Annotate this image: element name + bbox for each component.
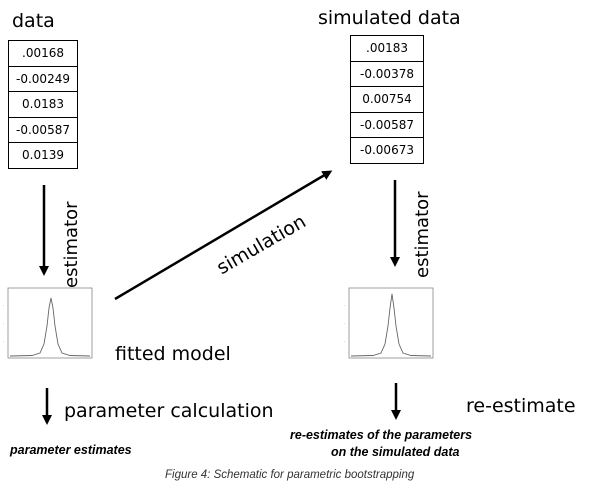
svg-text:-: - [344,339,345,343]
svg-text:-: - [344,303,345,307]
re-estimate-label: re-estimate [466,395,576,417]
estimator-arrow-left [39,185,49,276]
data-table: .00168 -0.00249 0.0183 -0.00587 0.0139 [8,40,78,169]
re-estimates-line2: on the simulated data [331,445,460,459]
estimator-arrow-right [390,180,400,267]
parameter-estimates-label: parameter estimates [10,443,132,457]
reestimate-arrow-right [391,383,401,420]
svg-text:-: - [3,303,4,307]
svg-text:-: - [344,321,345,325]
data-cell: -0.00587 [351,113,423,138]
calc-arrow-left [42,388,52,425]
fitted-model-plot: - - - [3,287,93,359]
estimator-label-left: estimator [61,201,82,288]
data-cell: -0.00673 [351,138,423,164]
re-estimates-line1: re-estimates of the parameters [290,428,473,442]
data-cell: -0.00587 [9,118,77,143]
data-cell: .00183 [351,36,423,62]
svg-text:-: - [3,339,4,343]
simulation-arrow [114,170,333,301]
estimator-label-right: estimator [412,191,433,278]
data-cell: -0.00378 [351,62,423,87]
data-title: data [12,10,55,32]
data-cell: 0.00754 [351,87,423,113]
fitted-model-label: fitted model [115,343,231,365]
data-cell: .00168 [9,41,77,67]
svg-text:-: - [3,321,4,325]
data-cell: 0.0183 [9,92,77,118]
data-cell: -0.00249 [9,67,77,92]
simulated-data-table: .00183 -0.00378 0.00754 -0.00587 -0.0067… [350,35,424,164]
re-estimate-plot: - - - [344,287,434,359]
figure-caption: Figure 4: Schematic for parametric boots… [165,469,415,481]
parameter-calculation-label: parameter calculation [64,400,274,422]
simulated-data-title: simulated data [318,7,461,29]
data-cell: 0.0139 [9,143,77,169]
